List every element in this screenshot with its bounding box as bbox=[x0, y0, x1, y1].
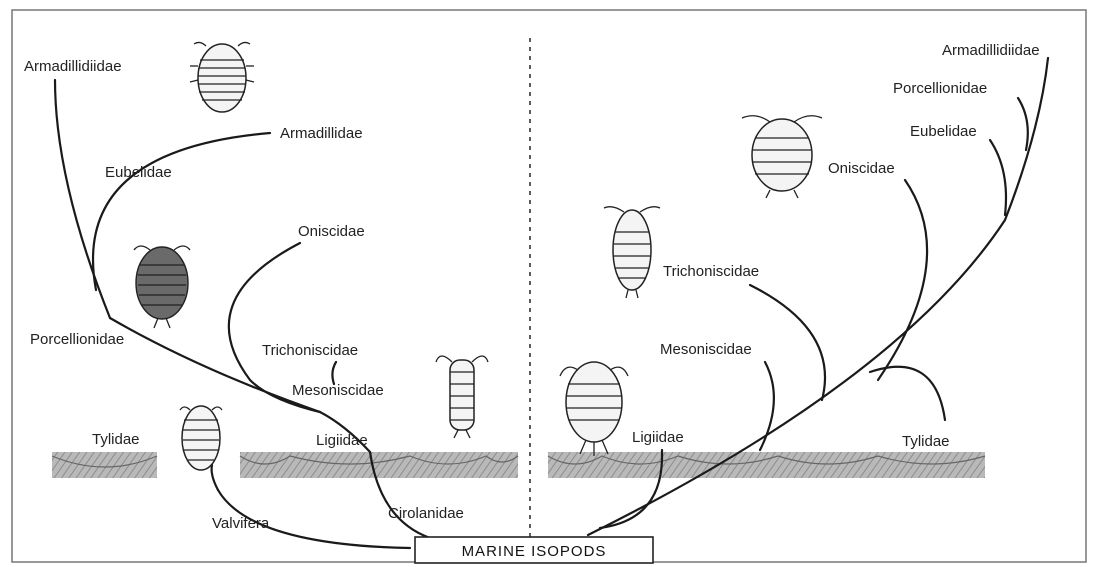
right-label-trichoniscidae: Trichoniscidae bbox=[663, 263, 759, 280]
ground-strip-right bbox=[548, 452, 985, 478]
left-label-porcellionidae: Porcellionidae bbox=[30, 331, 124, 348]
mesoniscus-illustration bbox=[436, 356, 488, 438]
left-label-ligiidae: Ligiidae bbox=[316, 432, 368, 449]
left-label-oniscidae: Oniscidae bbox=[298, 223, 365, 240]
tylos-illustration bbox=[180, 406, 222, 470]
trichoniscus-illustration bbox=[604, 207, 660, 298]
right-label-mesoniscidae: Mesoniscidae bbox=[660, 341, 752, 358]
left-label-valvifera: Valvifera bbox=[212, 515, 270, 532]
pillbug-illustration bbox=[190, 42, 254, 112]
oniscus-illustration bbox=[742, 116, 822, 198]
left-label-cirolanidae: Cirolanidae bbox=[388, 505, 464, 522]
porcellio-illustration bbox=[134, 246, 190, 328]
right-label-armadillidiidae: Armadillidiidae bbox=[942, 42, 1040, 59]
right-label-eubelidae: Eubelidae bbox=[910, 123, 977, 140]
right-label-tylidae: Tylidae bbox=[902, 433, 950, 450]
left-label-armadillidiidae: Armadillidiidae bbox=[24, 58, 122, 75]
right-label-oniscidae: Oniscidae bbox=[828, 160, 895, 177]
left-label-tylidae: Tylidae bbox=[92, 431, 140, 448]
right-label-ligiidae: Ligiidae bbox=[632, 429, 684, 446]
ligia-illustration bbox=[560, 362, 628, 456]
left-label-trichoniscidae: Trichoniscidae bbox=[262, 342, 358, 359]
root-label: MARINE ISOPODS bbox=[462, 543, 607, 560]
left-label-eubelidae: Eubelidae bbox=[105, 164, 172, 181]
ground-strip-left bbox=[52, 452, 518, 478]
left-label-armadillidae: Armadillidae bbox=[280, 125, 363, 142]
marine-isopods-root: MARINE ISOPODS bbox=[415, 537, 653, 563]
left-label-mesoniscidae: Mesoniscidae bbox=[292, 382, 384, 399]
right-label-porcellionidae: Porcellionidae bbox=[893, 80, 987, 97]
